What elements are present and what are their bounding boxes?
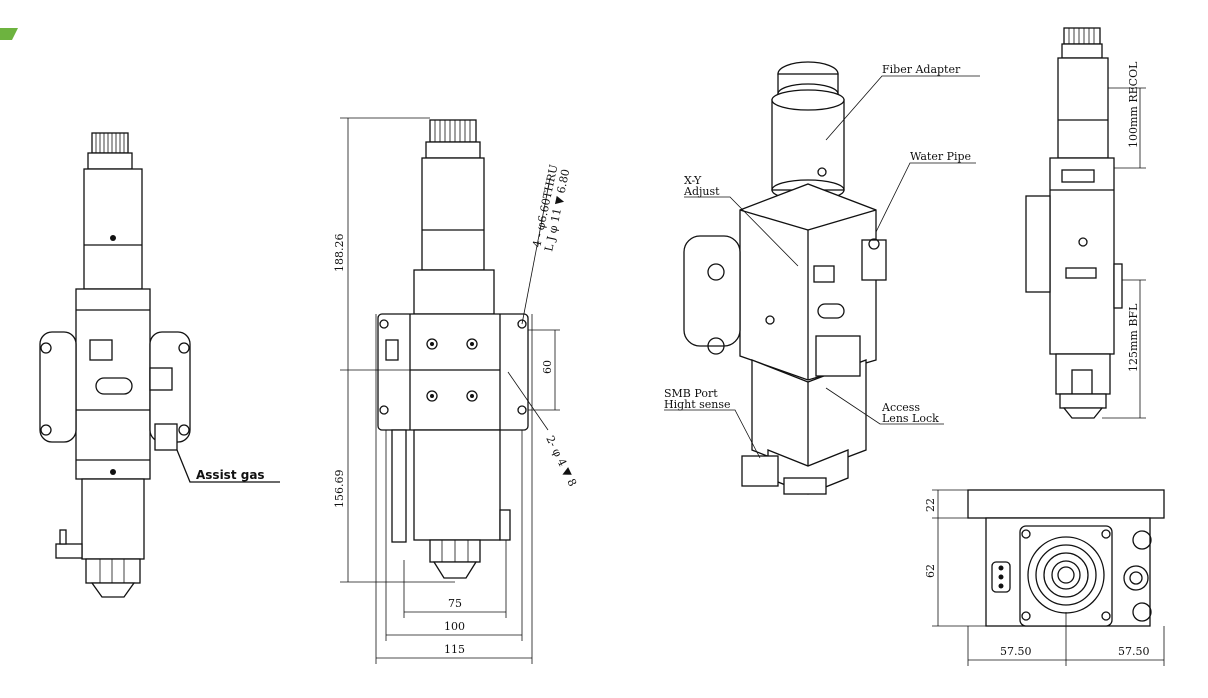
fiber-adapter-label: Fiber Adapter (882, 63, 961, 76)
water-pipe-label: Water Pipe (910, 150, 971, 163)
lens-lock-label: Lens Lock (882, 412, 939, 425)
view-front-elevation: Assist gas (39, 132, 280, 598)
view-isometric: Fiber Adapter Water Pipe X-Y Adjust SMB … (664, 61, 980, 495)
dim-115: 115 (444, 643, 465, 656)
dim-75: 75 (448, 597, 462, 610)
hole-note-3: 2- φ 4 ▼ 8 (543, 434, 579, 489)
dim-62: 62 (924, 564, 937, 578)
view-side-elevation: 100mm RECOL 125mm BFL (1025, 27, 1146, 419)
view-bottom: 22 62 57.50 57.50 (924, 489, 1165, 666)
dim-100: 100 (444, 620, 465, 633)
smb-port-label: SMB Port (664, 387, 718, 400)
xy-adjust-label-1: X-Y (684, 174, 702, 187)
bfl-label: 125mm BFL (1127, 303, 1140, 372)
recol-label: 100mm RECOL (1127, 61, 1140, 148)
access-label: Access (881, 401, 920, 414)
view-dimensioned-elevation: 188.26 156.69 60 75 100 115 4 - φ6.60THR… (333, 117, 579, 664)
hight-sense-label: Hight sense (664, 398, 731, 411)
dim-height-top: 188.26 (333, 234, 346, 273)
dim-22: 22 (924, 498, 937, 512)
dim-left-57-50: 57.50 (1000, 645, 1032, 658)
dim-60: 60 (541, 360, 554, 374)
assist-gas-label: Assist gas (196, 468, 265, 482)
xy-adjust-label-2: Adjust (683, 185, 720, 198)
dim-height-bottom: 156.69 (333, 470, 346, 509)
dim-right-57-50: 57.50 (1118, 645, 1150, 658)
brand-accent-mark (0, 28, 18, 40)
